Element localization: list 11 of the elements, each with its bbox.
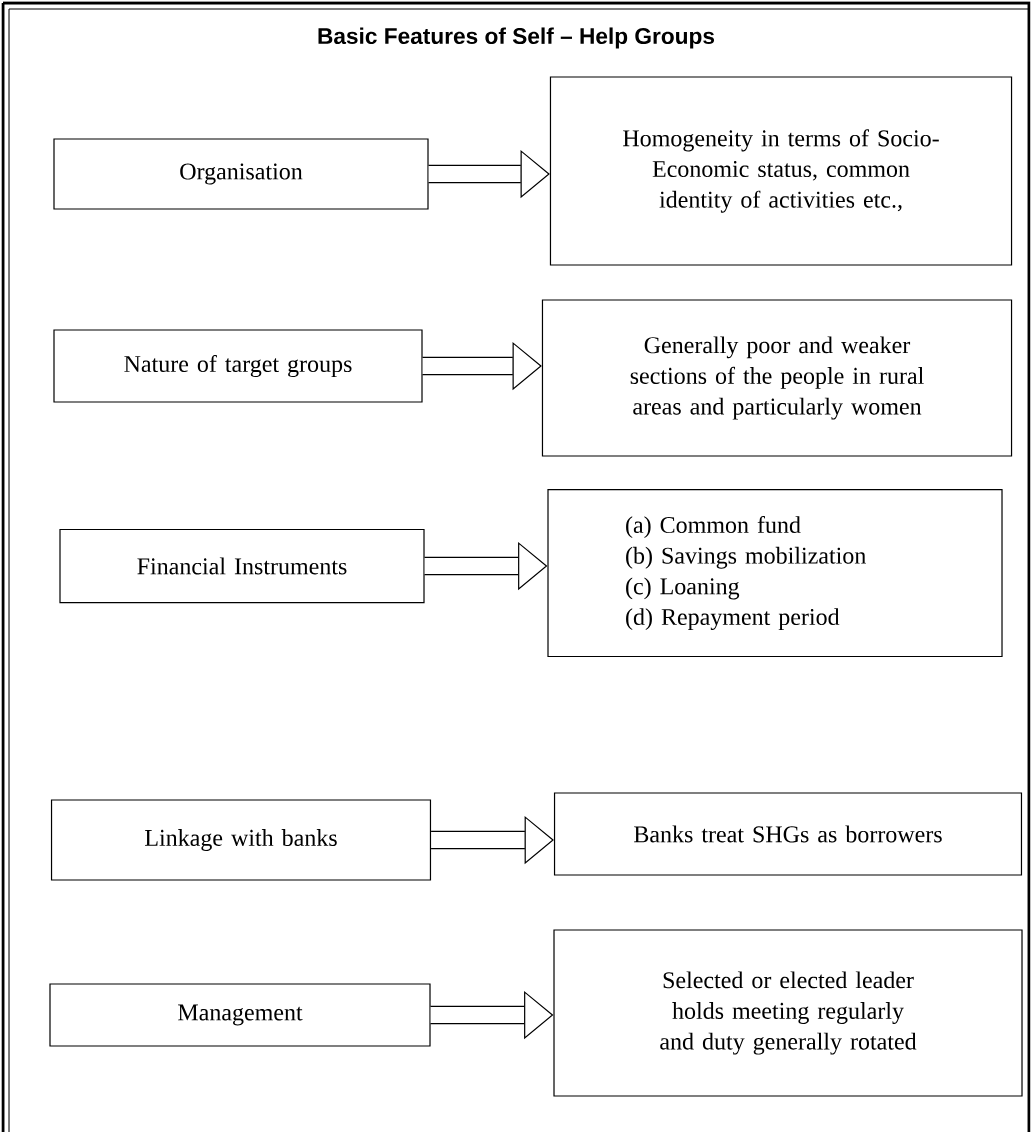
list-box: (a) Common fund (b) Savings mobilization (c) Loaning (d) Repayment period [547,488,1003,658]
description-box: Banks treat SHGs as borrowers [553,792,1023,876]
title: Basic Features of Self – Help Groups [318,27,715,49]
description-box: Selected or elected leader holds meeting regularly and duty generally rotated [553,929,1023,1097]
feature-box: Organisation [53,138,429,210]
feature-box: Nature of target groups [53,329,423,403]
description-box: Homogeneity in terms of Socio- Economic status, common identity of activities etc., [549,76,1013,266]
feature-box: Linkage with banks [50,799,432,881]
feature-box: Financial Instruments [59,528,425,604]
feature-box: Management [49,983,431,1047]
description-box: Generally poor and weaker sections of the people in rural areas and particularly women [541,299,1013,457]
